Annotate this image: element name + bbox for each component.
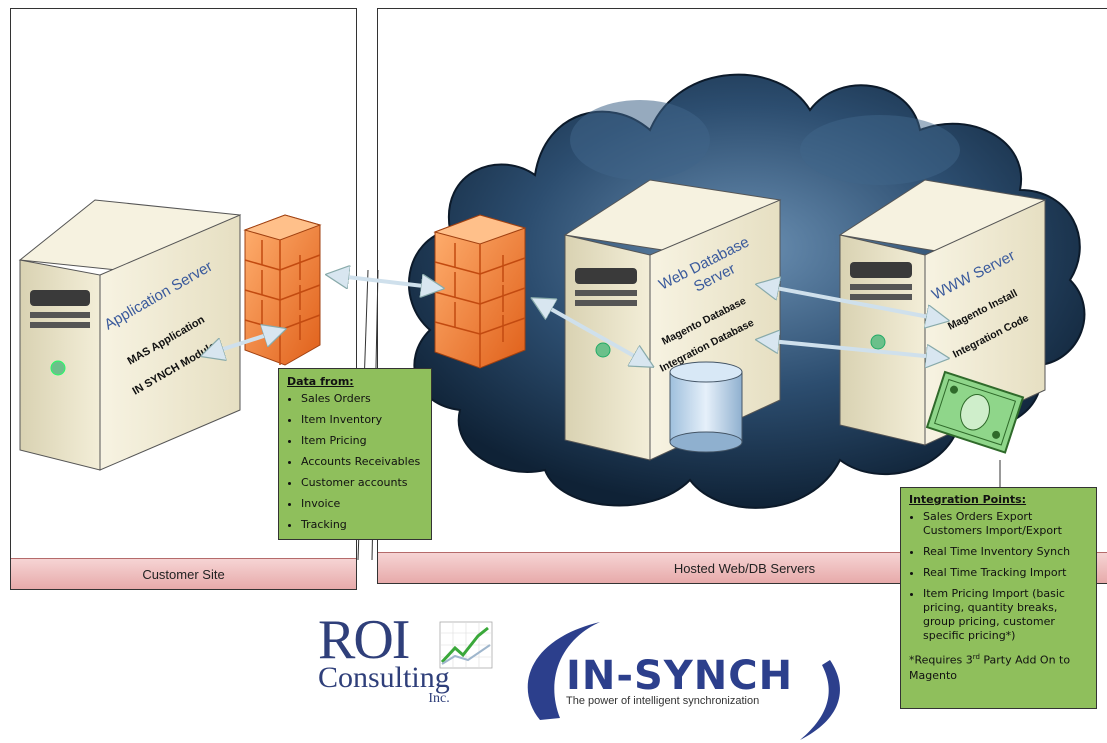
data-from-list: Sales Orders Item Inventory Item Pricing…	[287, 392, 423, 532]
integration-footnote: *Requires 3rd Party Add On to Magento	[909, 650, 1088, 683]
footnote-text-2: Party Add On to Magento	[909, 653, 1071, 682]
insynch-logo: IN-SYNCH The power of intelligent synchr…	[566, 655, 793, 707]
firewall-icon	[243, 214, 322, 366]
connection-arrows	[205, 275, 945, 365]
arrow-db-www-bottom	[760, 340, 945, 358]
firewall-icon	[433, 214, 527, 369]
arrow-app-firewall	[205, 330, 282, 355]
roi-logo-consulting: Consulting	[318, 661, 450, 694]
list-item: Real Time Inventory Synch	[923, 545, 1088, 559]
application-server: Application Server MAS Application IN SY…	[18, 199, 242, 471]
insynch-logo-tagline: The power of intelligent synchronization	[566, 695, 760, 707]
data-from-heading: Data from:	[287, 375, 354, 388]
integration-list: Sales Orders Export Customers Import/Exp…	[909, 510, 1088, 643]
customer-site-label: Customer Site	[11, 558, 356, 589]
list-item: Customer accounts	[301, 476, 423, 490]
roi-logo-big: ROI	[318, 609, 410, 671]
list-item: Sales Orders Export Customers Import/Exp…	[923, 510, 1088, 538]
list-item: Tracking	[301, 518, 423, 532]
integration-heading: Integration Points:	[909, 493, 1027, 506]
database-cylinder-icon	[669, 361, 743, 453]
footnote-text: *Requires 3	[909, 653, 973, 667]
arrow-firewall-db	[535, 300, 650, 365]
arrow-db-www-top	[760, 285, 945, 320]
insynch-swoosh-icon	[527, 622, 840, 740]
insynch-logo-name: IN-SYNCH	[566, 653, 794, 699]
chart-up-icon	[439, 621, 493, 669]
integration-points-callout: Integration Points: Sales Orders Export …	[900, 487, 1097, 709]
list-item: Accounts Receivables	[301, 455, 423, 469]
list-item: Sales Orders	[301, 392, 423, 406]
footnote-sup: rd	[972, 653, 980, 661]
list-item: Item Inventory	[301, 413, 423, 427]
arrow-firewall-firewall	[330, 275, 440, 288]
list-item: Item Pricing Import (basic pricing, quan…	[923, 587, 1088, 643]
list-item: Real Time Tracking Import	[923, 566, 1088, 580]
list-item: Item Pricing	[301, 434, 423, 448]
roi-logo: ROI Consulting Inc.	[318, 612, 450, 706]
data-from-callout: Data from: Sales Orders Item Inventory I…	[278, 368, 432, 540]
list-item: Invoice	[301, 497, 423, 511]
money-bill-icon	[925, 370, 1025, 454]
roi-logo-inc: Inc.	[428, 691, 450, 706]
